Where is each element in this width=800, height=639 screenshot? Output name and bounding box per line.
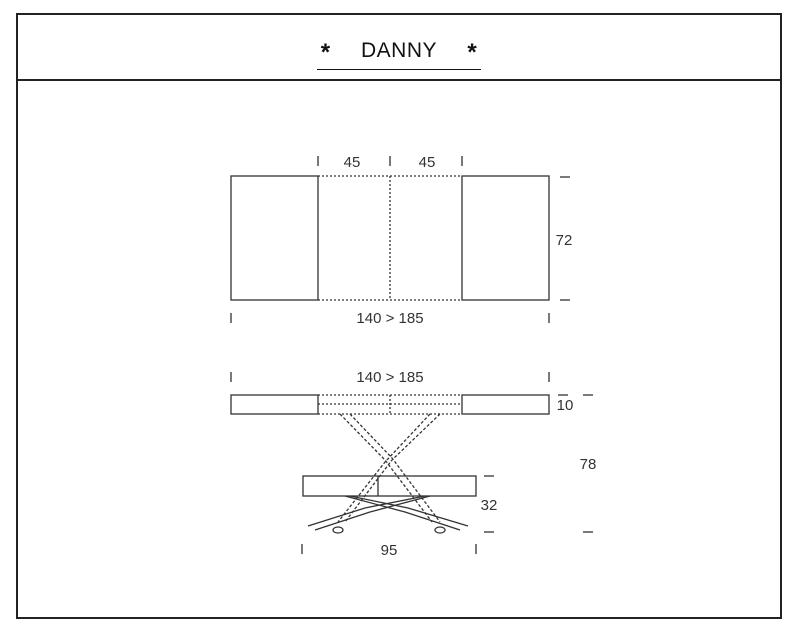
dim-base-width: 95 xyxy=(381,542,398,559)
side-extension-dashed xyxy=(318,394,462,415)
top-view xyxy=(230,156,570,323)
dim-extension-left: 45 xyxy=(344,154,361,171)
scissor-legs-solid xyxy=(307,495,469,531)
side-right-leaf xyxy=(461,394,550,415)
dim-extension-right: 45 xyxy=(419,154,436,171)
side-left-leaf xyxy=(230,394,319,415)
drawing-frame: * DANNY * xyxy=(16,13,782,619)
dim-depth: 72 xyxy=(556,232,573,249)
title-bar: * DANNY * xyxy=(18,15,780,81)
scissor-legs-dashed xyxy=(337,413,441,523)
star-left-icon: * xyxy=(320,39,331,66)
top-right-leaf xyxy=(461,175,550,301)
product-name: DANNY xyxy=(360,39,437,62)
dim-total-height: 78 xyxy=(580,456,597,473)
lowered-table-top xyxy=(302,475,477,497)
foot-right xyxy=(434,526,446,534)
dim-side-length: 140 > 185 xyxy=(356,369,423,386)
star-right-icon: * xyxy=(467,39,478,66)
title-underline: * DANNY * xyxy=(316,39,482,70)
side-view xyxy=(230,372,593,554)
top-left-leaf xyxy=(230,175,319,301)
dim-low-height: 32 xyxy=(481,497,498,514)
dim-top-length: 140 > 185 xyxy=(356,310,423,327)
page-title: * DANNY * xyxy=(18,39,780,70)
dim-top-thickness: 10 xyxy=(557,397,574,414)
foot-left xyxy=(332,526,344,534)
top-extension-dashed xyxy=(318,175,462,301)
